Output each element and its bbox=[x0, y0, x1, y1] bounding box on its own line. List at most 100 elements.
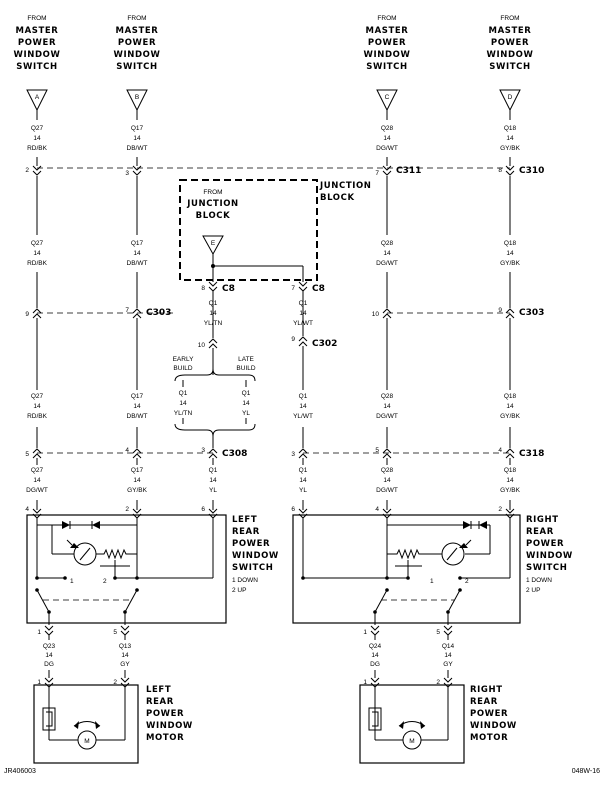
svg-text:14: 14 bbox=[299, 403, 307, 410]
svg-text:Q17: Q17 bbox=[131, 393, 144, 400]
svg-text:GY/BK: GY/BK bbox=[127, 487, 148, 494]
svg-text:GY/BK: GY/BK bbox=[500, 260, 521, 267]
svg-text:1 DOWN: 1 DOWN bbox=[526, 577, 552, 584]
svg-text:2: 2 bbox=[125, 506, 129, 513]
wire-label-motor-left-1: Q23 14 DG bbox=[43, 643, 56, 668]
connector-c8-right: C8 bbox=[312, 284, 325, 294]
right-switch-label: RIGHT REAR POWER WINDOW SWITCH 1 DOWN 2 … bbox=[526, 515, 573, 594]
junction-triangle-e bbox=[202, 235, 224, 256]
svg-text:Q27: Q27 bbox=[31, 125, 44, 132]
svg-text:YL/TN: YL/TN bbox=[204, 320, 223, 327]
connector-c318: C318 bbox=[519, 449, 544, 459]
svg-text:POWER: POWER bbox=[491, 38, 529, 48]
wire-label-motor-right-2: Q14 14 GY bbox=[442, 643, 455, 668]
svg-text:14: 14 bbox=[242, 400, 250, 407]
source-triangle-d: D bbox=[499, 89, 521, 112]
svg-text:POWER: POWER bbox=[118, 38, 156, 48]
svg-text:Q17: Q17 bbox=[131, 240, 144, 247]
svg-text:5: 5 bbox=[25, 451, 29, 458]
svg-text:JUNCTION: JUNCTION bbox=[319, 181, 372, 191]
svg-text:WINDOW: WINDOW bbox=[470, 721, 517, 731]
svg-text:EARLY: EARLY bbox=[173, 356, 194, 363]
svg-text:FROM: FROM bbox=[203, 189, 222, 196]
svg-text:POWER: POWER bbox=[232, 539, 270, 549]
svg-text:JUNCTION: JUNCTION bbox=[186, 199, 239, 209]
svg-text:YL: YL bbox=[242, 410, 250, 417]
wire-label-motor-right-1: Q24 14 DG bbox=[369, 643, 382, 668]
svg-text:14: 14 bbox=[209, 310, 217, 317]
svg-text:14: 14 bbox=[33, 250, 41, 257]
svg-text:WINDOW: WINDOW bbox=[146, 721, 193, 731]
wire-label-mid3-q1: Q1 14 YL/WT bbox=[293, 393, 313, 420]
svg-text:RD/BK: RD/BK bbox=[27, 413, 48, 420]
svg-text:Q1: Q1 bbox=[299, 300, 308, 307]
wire-label-mid3-b: Q17 14 DB/WT bbox=[127, 393, 148, 420]
svg-text:14: 14 bbox=[506, 135, 514, 142]
svg-text:14: 14 bbox=[506, 403, 514, 410]
svg-text:RD/BK: RD/BK bbox=[27, 260, 48, 267]
left-motor-label: LEFT REAR POWER WINDOW MOTOR bbox=[146, 685, 193, 743]
source-triangle-a: A bbox=[26, 89, 48, 112]
svg-text:WINDOW: WINDOW bbox=[232, 551, 279, 561]
svg-text:SWITCH: SWITCH bbox=[116, 62, 157, 72]
svg-text:B: B bbox=[135, 94, 139, 101]
wire-label-mid3-c: Q28 14 DG/WT bbox=[376, 393, 398, 420]
svg-text:14: 14 bbox=[133, 135, 141, 142]
wire-label-upper-d: Q18 14 GY/BK bbox=[500, 125, 521, 152]
svg-text:Q28: Q28 bbox=[381, 467, 394, 474]
connector-row-c8: 8 7 C8 C8 bbox=[201, 281, 325, 294]
svg-text:POWER: POWER bbox=[18, 38, 56, 48]
svg-text:YL/WT: YL/WT bbox=[293, 413, 313, 420]
svg-text:WINDOW: WINDOW bbox=[114, 50, 161, 60]
svg-text:Q27: Q27 bbox=[31, 393, 44, 400]
svg-text:MASTER: MASTER bbox=[116, 26, 159, 36]
svg-text:LATE: LATE bbox=[238, 356, 254, 363]
svg-text:DG/WT: DG/WT bbox=[26, 487, 48, 494]
svg-text:14: 14 bbox=[45, 652, 53, 659]
connector-row-c303: 9 7 10 9 C303 C303 bbox=[25, 307, 544, 319]
svg-text:Q28: Q28 bbox=[381, 240, 394, 247]
svg-text:YL/WT: YL/WT bbox=[293, 320, 313, 327]
svg-text:14: 14 bbox=[209, 477, 217, 484]
svg-text:Q28: Q28 bbox=[381, 125, 394, 132]
connector-row-c318: 5 4 3 3 5 4 C308 C318 bbox=[25, 447, 544, 459]
svg-text:Q13: Q13 bbox=[119, 643, 132, 650]
svg-text:Q28: Q28 bbox=[381, 393, 394, 400]
svg-text:4: 4 bbox=[25, 506, 29, 513]
source-triangle-b: B bbox=[126, 89, 148, 112]
svg-text:DG/WT: DG/WT bbox=[376, 260, 398, 267]
wire-label-mid2-d: Q18 14 GY/BK bbox=[500, 240, 521, 267]
left-rear-window-motor: 1 2 M bbox=[33, 677, 139, 764]
svg-text:D: D bbox=[508, 94, 513, 101]
wire-label-lower-q1-right: Q1 14 YL bbox=[299, 467, 308, 494]
svg-text:1: 1 bbox=[363, 629, 367, 636]
svg-text:2: 2 bbox=[25, 167, 29, 174]
svg-text:DB/WT: DB/WT bbox=[127, 413, 148, 420]
svg-text:9: 9 bbox=[25, 311, 29, 318]
svg-text:DG: DG bbox=[44, 661, 54, 668]
svg-text:POWER: POWER bbox=[470, 709, 508, 719]
connector-row-c311: 2 3 7 8 C311 C310 bbox=[25, 165, 544, 177]
wire-label-lower-q1-left: Q1 14 YL bbox=[209, 467, 218, 494]
wire-label-mid3-d: Q18 14 GY/BK bbox=[500, 393, 521, 420]
left-rear-window-switch: 4 2 6 1 2 bbox=[25, 506, 227, 625]
svg-text:GY/BK: GY/BK bbox=[500, 145, 521, 152]
svg-text:Q1: Q1 bbox=[209, 467, 218, 474]
svg-text:YL: YL bbox=[299, 487, 307, 494]
wire-q1-left: Q1 14 YL/TN bbox=[204, 291, 223, 375]
svg-text:FROM: FROM bbox=[377, 15, 396, 22]
svg-text:2 UP: 2 UP bbox=[526, 587, 540, 594]
svg-text:MOTOR: MOTOR bbox=[146, 733, 184, 743]
svg-text:3: 3 bbox=[291, 451, 295, 458]
wire-label-lower-c: Q28 14 DG/WT bbox=[376, 467, 398, 494]
svg-text:BUILD: BUILD bbox=[173, 365, 192, 372]
svg-text:14: 14 bbox=[133, 477, 141, 484]
svg-text:A: A bbox=[35, 94, 40, 101]
motor-symbol-right: M bbox=[409, 738, 414, 745]
svg-text:WINDOW: WINDOW bbox=[526, 551, 573, 561]
left-switch-label: LEFT REAR POWER WINDOW SWITCH 1 DOWN 2 U… bbox=[232, 515, 279, 594]
svg-text:DG/WT: DG/WT bbox=[376, 413, 398, 420]
right-motor-label: RIGHT REAR POWER WINDOW MOTOR bbox=[470, 685, 517, 743]
svg-text:14: 14 bbox=[121, 652, 129, 659]
svg-text:SWITCH: SWITCH bbox=[16, 62, 57, 72]
